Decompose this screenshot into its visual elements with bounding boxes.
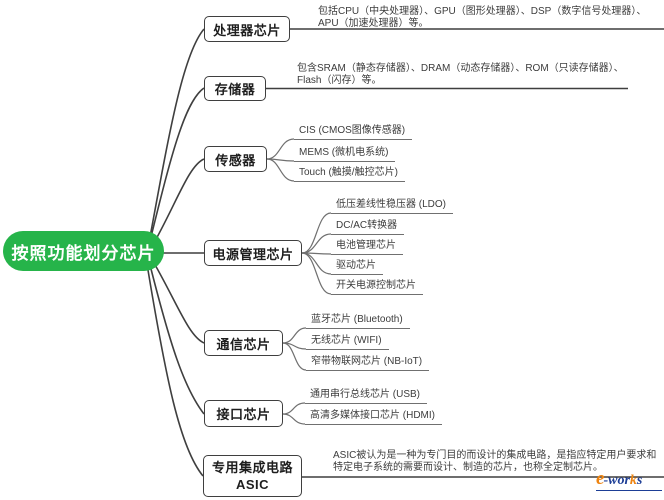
eworks-swoosh-icon: e [596, 468, 605, 489]
eworks-text-3: s [636, 473, 643, 488]
leaf-line-bluetooth [282, 327, 307, 344]
branch-power[interactable]: 电源管理芯片 [204, 240, 302, 266]
leaf-driver[interactable]: 驱动芯片 [331, 259, 383, 275]
leaf-battery[interactable]: 电池管理芯片 [331, 239, 403, 255]
branch-asic-line2: ASIC [235, 477, 270, 492]
leaf-cis[interactable]: CIS (CMOS图像传感器) [294, 124, 413, 140]
branch-asic[interactable]: 专用集成电路 ASIC [203, 455, 302, 497]
leaf-wifi[interactable]: 无线芯片 (WIFI) [306, 334, 389, 350]
leaf-dcac[interactable]: DC/AC转换器 [331, 219, 405, 235]
leaf-hdmi[interactable]: 高清多媒体接口芯片 (HDMI) [305, 409, 442, 425]
note-processor: 包括CPU（中央处理器）、GPU（图形处理器）、DSP（数字信号处理器）、APU… [318, 6, 647, 29]
root-line-comm [149, 255, 205, 344]
branch-memory[interactable]: 存储器 [204, 76, 266, 101]
leaf-line-nbiot [282, 342, 307, 371]
leaf-ldo[interactable]: 低压差线性稳压器 (LDO) [331, 198, 453, 214]
leaf-touch[interactable]: Touch (触摸/触控芯片) [294, 166, 405, 182]
branch-asic-line1: 专用集成电路 [211, 460, 293, 475]
root-line-asic [145, 257, 204, 477]
branch-processor[interactable]: 处理器芯片 [204, 16, 290, 42]
leaf-usb[interactable]: 通用串行总线芯片 (USB) [305, 388, 427, 404]
root-line-memory [147, 87, 205, 250]
leaf-mems[interactable]: MEMS (微机电系统) [294, 146, 396, 162]
leaf-line-dcac [301, 233, 332, 254]
root-line-interface [147, 256, 205, 415]
branch-sensor[interactable]: 传感器 [204, 146, 267, 172]
root-topic[interactable]: 按照功能划分芯片 [3, 231, 164, 271]
leaf-line-touch [266, 158, 295, 182]
leaf-line-cis [266, 138, 295, 160]
note-asic: ASIC被认为是一种为专门目的而设计的集成电路，是指应特定用户要求和特定电子系统… [333, 450, 657, 473]
eworks-text-2: k [629, 473, 637, 488]
leaf-bluetooth[interactable]: 蓝牙芯片 (Bluetooth) [306, 313, 410, 329]
leaf-nbiot[interactable]: 窄带物联网芯片 (NB-IoT) [306, 355, 430, 371]
branch-comm[interactable]: 通信芯片 [204, 330, 283, 356]
branch-interface[interactable]: 接口芯片 [204, 400, 283, 427]
leaf-line-ldo [301, 212, 332, 254]
leaf-line-hdmi [282, 413, 306, 425]
eworks-text-1: -wor [603, 473, 630, 488]
leaf-switch[interactable]: 开关电源控制芯片 [331, 279, 423, 295]
root-line-processor [147, 28, 205, 249]
leaf-line-usb [282, 402, 306, 415]
leaf-line-switch [301, 252, 332, 295]
leaf-line-driver [301, 252, 332, 275]
note-memory: 包含SRAM（静态存储器）、DRAM（动态存储器）、ROM（只读存储器）、Fla… [297, 63, 624, 86]
